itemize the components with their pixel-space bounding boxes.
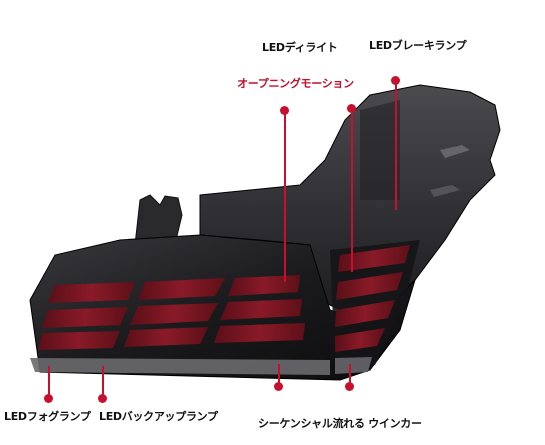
label-sequential-turn-signal: シーケンシャル流れる ウインカー	[258, 417, 422, 430]
pointer-line-fog	[48, 366, 50, 396]
sequential-turn-bars	[38, 275, 305, 350]
pointer-line-backup	[102, 366, 104, 396]
pointer-dot-sequential-right	[345, 382, 354, 391]
label-led-brake-lamp: LEDブレーキランプ	[369, 39, 467, 52]
pointer-dot-fog	[44, 394, 53, 403]
pointer-line-drl	[284, 114, 286, 282]
pointer-dot-opening	[347, 104, 356, 113]
pointer-dot-backup	[98, 394, 107, 403]
pointer-line-opening	[351, 112, 353, 272]
label-led-daytime-light: LEDディライト	[262, 41, 338, 54]
pointer-dot-drl	[280, 106, 289, 115]
label-led-backup-lamp: LEDバックアップランプ	[99, 410, 218, 423]
pointer-line-brake	[395, 84, 397, 210]
label-opening-motion: オープニングモーション	[237, 77, 354, 90]
pointer-line-sequential-left	[278, 364, 280, 384]
pointer-dot-sequential-left	[274, 382, 283, 391]
pointer-dot-brake	[391, 76, 400, 85]
label-led-fog-lamp: LEDフォグランプ	[4, 410, 91, 423]
pointer-line-sequential-right	[349, 364, 351, 384]
